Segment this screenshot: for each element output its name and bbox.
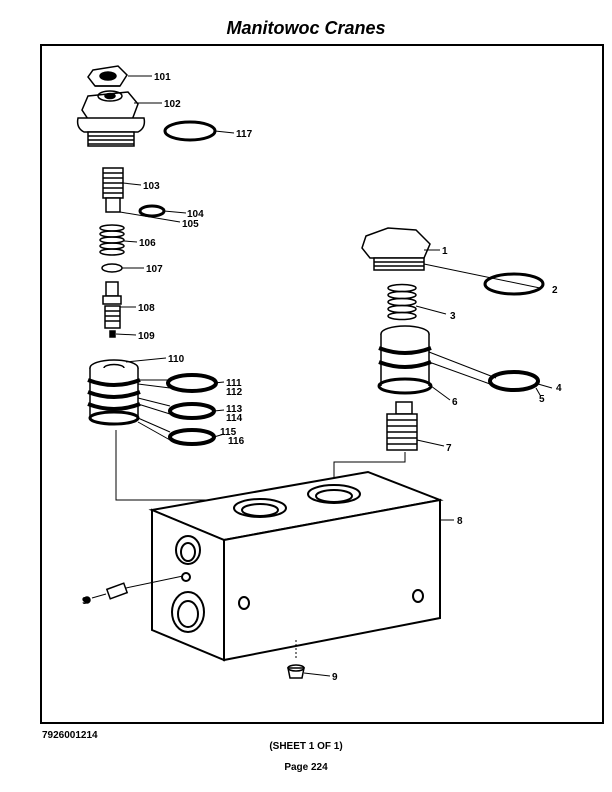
callout-103: 103 [143, 181, 160, 192]
part-101-nut [87, 65, 128, 87]
page-number: Page 224 [284, 762, 328, 773]
leader-lines-right [415, 249, 553, 447]
part-104-washer [138, 204, 166, 218]
part-1-plug [361, 227, 431, 271]
callout-108: 108 [138, 303, 155, 314]
callout-116: 116 [228, 436, 245, 447]
part-117-o-ring [163, 120, 217, 142]
part-103-stem [102, 167, 124, 213]
callout-111: 111 [226, 378, 242, 389]
callout-2: 2 [552, 285, 558, 296]
part-3-spring [387, 283, 417, 321]
callout-101: 101 [154, 72, 171, 83]
sheet-indicator: (SHEET 1 OF 1) [269, 741, 343, 752]
part-107-washer [101, 263, 123, 273]
part-2-o-ring [483, 272, 545, 296]
leader-lines-left [115, 75, 235, 441]
callout-114: 114 [226, 413, 243, 424]
part-109-pin [109, 330, 116, 338]
part-102-plug [76, 90, 146, 147]
part-8-valve-block [148, 470, 444, 662]
callout-115: 115 [220, 427, 237, 438]
callout-107: 107 [146, 264, 163, 275]
part-4-cartridge [377, 325, 433, 395]
callout-112: 112 [226, 387, 243, 398]
callout-6: 6 [452, 397, 458, 408]
callout-4: 4 [556, 383, 562, 394]
seal-rings-111-116 [166, 373, 218, 446]
part-108-poppet [102, 281, 122, 329]
page-title: Manitowoc Cranes [226, 18, 386, 38]
callout-113: 113 [226, 404, 243, 415]
part-106-spring [99, 224, 125, 256]
callout-102: 102 [164, 99, 181, 110]
callout-110: 110 [168, 354, 185, 365]
callout-106: 106 [139, 238, 156, 249]
callout-7: 7 [446, 443, 452, 454]
callout-109: 109 [138, 331, 155, 342]
exploded-parts-diagram: 101 102 117 103 104 105 106 107 108 109 … [76, 65, 562, 683]
part-7-insert [386, 401, 418, 451]
callout-117: 117 [236, 129, 253, 140]
part-9-set-screws [83, 575, 331, 679]
callout-105: 105 [182, 219, 199, 230]
callout-9-bottom: 9 [332, 672, 338, 683]
callout-104: 104 [187, 209, 204, 220]
callout-5: 5 [539, 394, 545, 405]
part-5-seal-ring [488, 370, 540, 392]
callout-8: 8 [457, 516, 463, 527]
part-110-sleeve [87, 359, 141, 426]
callout-labels: 101 102 117 103 104 105 106 107 108 109 … [82, 72, 562, 683]
document-number: 7926001214 [42, 730, 98, 741]
drawing-frame [40, 44, 604, 724]
callout-9-side: 9 [82, 596, 88, 607]
callout-1: 1 [442, 246, 448, 257]
callout-3: 3 [450, 311, 456, 322]
